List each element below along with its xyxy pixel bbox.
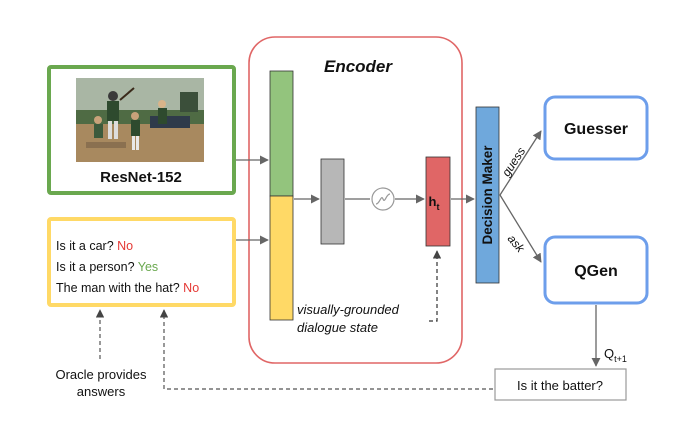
- hidden-state-block: [425, 156, 451, 247]
- question-output-text: Is it the batter?: [517, 378, 603, 393]
- guesser-node: Guesser: [543, 95, 649, 161]
- dialogue-feature-block: [269, 195, 294, 321]
- state-caption-line-1: visually-grounded: [297, 302, 400, 317]
- resnet-panel: ResNet-152: [47, 65, 236, 195]
- guess-edge-label: guess: [499, 145, 528, 179]
- oracle-label-line-1: Oracle provides: [55, 367, 147, 382]
- encoder-arrows: [236, 155, 475, 245]
- decision-edges: [499, 130, 542, 263]
- question-output-box: Is it the batter?: [494, 368, 627, 401]
- dialogue-line-2: Is it a person? Yes: [56, 260, 158, 274]
- guesser-label: Guesser: [564, 121, 628, 138]
- visual-feature-block: [269, 70, 294, 197]
- encoder-title: Encoder: [324, 57, 393, 76]
- q-next-label: Qt+1: [604, 346, 627, 364]
- oracle-feedback-arrows: [95, 309, 493, 390]
- dialogue-line-3: The man with the hat? No: [56, 281, 199, 295]
- decision-maker: Decision Maker: [475, 106, 500, 284]
- resnet-label: ResNet-152: [100, 169, 182, 186]
- oracle-label-line-2: answers: [77, 384, 126, 399]
- encoder-container: Encoder ht visually-grounded dialogue st…: [248, 36, 463, 364]
- recurrent-arrow: [429, 250, 442, 322]
- decision-maker-label: Decision Maker: [480, 145, 495, 245]
- hidden-state-label: ht: [429, 194, 440, 212]
- baseball-photo: [76, 78, 204, 162]
- dialogue-line-1: Is it a car? No: [56, 239, 133, 253]
- dialogue-box: Is it a car? No Is it a person? Yes The …: [47, 217, 236, 307]
- qgen-label: QGen: [574, 263, 618, 280]
- qgen-node: QGen: [543, 235, 649, 305]
- projection-block: [320, 158, 345, 245]
- activation-icon: [371, 187, 395, 211]
- state-caption-line-2: dialogue state: [297, 320, 378, 335]
